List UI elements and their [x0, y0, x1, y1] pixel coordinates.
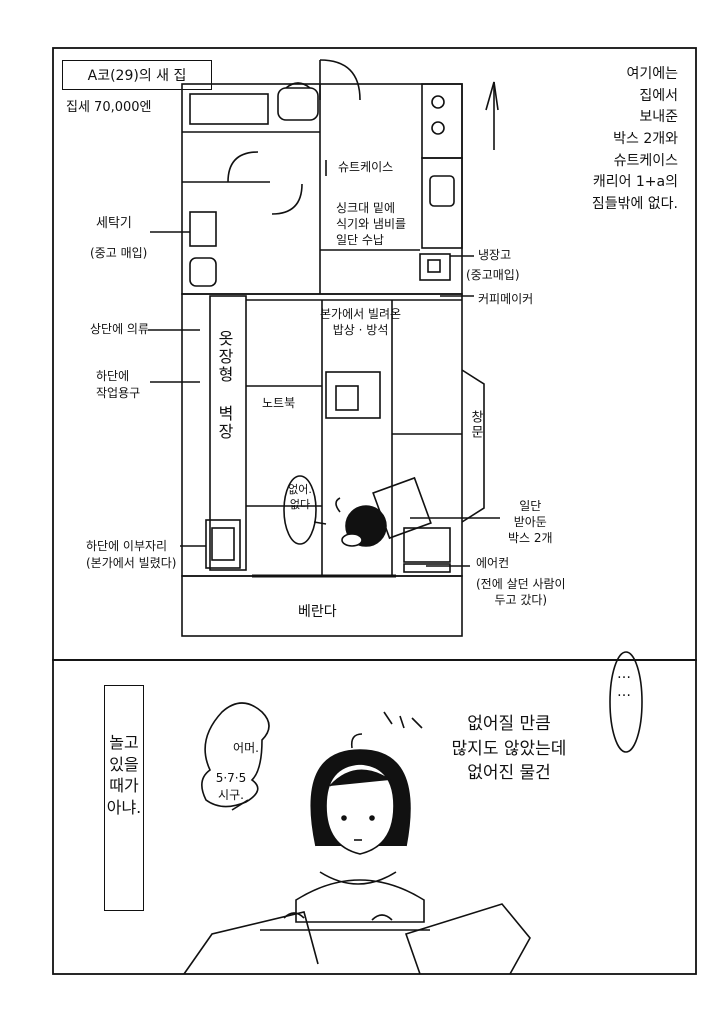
narration-text: 여기에는 집에서 보내준 박스 2개와 슈트케이스 캐리어 1+a의 짐들밖에 …: [591, 66, 678, 213]
stove: [421, 83, 463, 159]
washer-drum: [189, 257, 217, 287]
bubble-1-text: 어머.: [233, 741, 259, 755]
panel2-caption: 없어질 만큼 많지도 않았는데 없어진 물건: [451, 714, 567, 784]
bubble-ellipsis: [609, 651, 643, 753]
panel-2-frame: [52, 659, 697, 975]
label-aircon: 에어컨: [476, 556, 510, 570]
notebook-pc: [335, 385, 359, 411]
rent-label: 집세 70,000엔: [66, 100, 152, 115]
box-flap-right: [404, 903, 531, 975]
wardrobe: [209, 295, 247, 571]
ellipsis-bubble-text: ……: [616, 666, 632, 702]
label-washer-note: (중고 매입): [90, 246, 148, 260]
label-sink-storage: 싱크대 밑에 식기와 냄비를 일단 수납: [336, 201, 407, 248]
label-fridge-note: (중고매입): [466, 268, 520, 282]
label-bottom-tools: 하단에 작업용구: [96, 369, 141, 400]
toilet-tank: [285, 82, 311, 89]
label-bedding: 하단에 이부자리 (본가에서 빌렸다): [86, 539, 177, 570]
label-washer: 세탁기: [96, 216, 132, 231]
bubble-2-text: 5·7·5 시구.: [215, 771, 247, 802]
aircon: [403, 563, 451, 573]
label-boxes: 일단 받아둔 박스 2개: [508, 499, 553, 546]
window: [461, 369, 485, 523]
label-coffee-maker: 커피메이커: [478, 292, 534, 306]
label-window: 창문: [468, 410, 483, 440]
label-balcony: 베란다: [298, 604, 337, 620]
entrance-door: [319, 59, 361, 101]
box-flap-left: [183, 911, 319, 975]
woman-sweater: [295, 879, 425, 923]
label-borrowed-table: 본가에서 빌려온 밥상 · 방석: [320, 307, 402, 338]
woman-face: [325, 763, 395, 855]
title-box: A코(29)의 새 집: [62, 60, 212, 90]
fridge: [419, 253, 451, 281]
side-text-box: 놀고 있을 때가 아냐.: [104, 685, 144, 911]
label-aircon-note: (전에 살던 사람이 두고 갔다): [476, 577, 566, 608]
bathtub: [189, 93, 269, 125]
label-fridge: 냉장고: [478, 248, 512, 262]
panel1-speech-text: 없어. 없다: [288, 483, 312, 512]
toilet: [277, 87, 319, 121]
low-table: [325, 371, 381, 419]
sink-counter: [421, 157, 463, 249]
box-2: [403, 527, 451, 563]
label-top-clothes: 상단에 의류: [90, 322, 150, 336]
panel1-speech-bubble: [283, 475, 317, 545]
bubble-outline-1: [201, 702, 270, 808]
bedding: [205, 519, 241, 569]
washer: [189, 211, 217, 247]
label-notebook: 노트북: [262, 396, 296, 410]
sink: [429, 175, 455, 207]
label-wardrobe: 옷장형 벽장: [215, 330, 234, 441]
label-suitcase: 슈트케이스: [338, 160, 394, 174]
